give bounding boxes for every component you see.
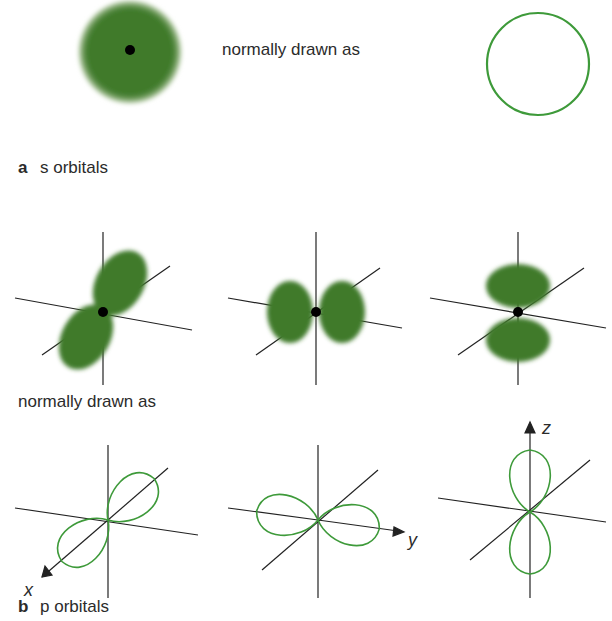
pz-orbital-cloud	[430, 232, 606, 385]
part-title: s orbitals	[40, 158, 108, 178]
part-letter: a	[18, 158, 27, 178]
s-orbital-cloud	[78, 0, 182, 104]
caption-text: normally drawn as	[222, 40, 360, 60]
p-orbital-outlines	[48, 450, 550, 577]
axis-label: z	[542, 418, 551, 438]
py-orbital-cloud	[228, 232, 402, 385]
px-orbital-cloud	[15, 232, 192, 385]
p-orbital-axes	[15, 422, 606, 598]
axis-label: y	[408, 530, 417, 550]
part-letter: b	[18, 597, 28, 617]
part-title: p orbitals	[40, 597, 109, 617]
s-orbital-outline	[487, 13, 589, 115]
caption-text: normally drawn as	[18, 392, 156, 412]
